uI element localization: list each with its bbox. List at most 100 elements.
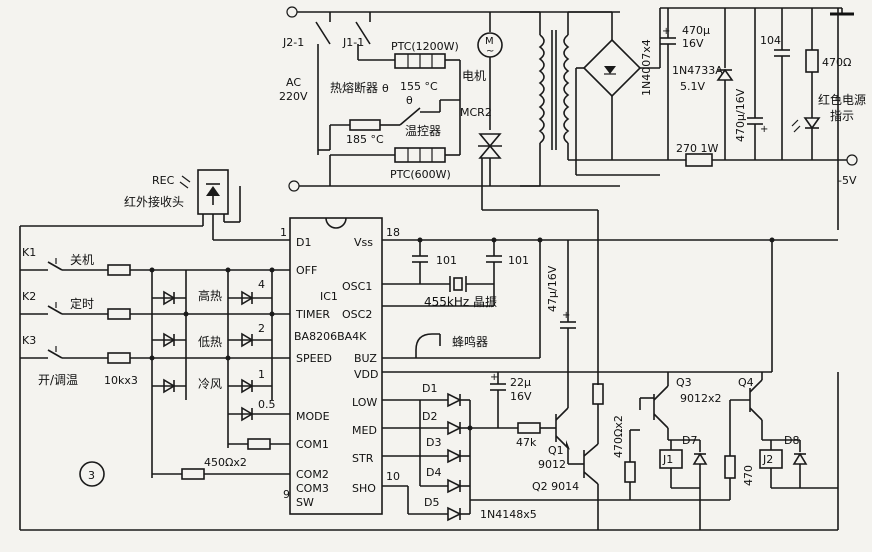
c470u-value: 470μ [682,24,710,37]
led-4-icon [241,290,254,306]
led-2-icon [241,332,254,348]
ptc-600w-label: PTC(600W) [390,168,451,181]
thermal-fuse-label: 热熔断器 [330,80,378,95]
svg-text:~: ~ [486,46,494,57]
power-supply-section: 1N4007x4 + 470μ 16V 1N4733A 5.1V + 470μ/… [575,7,866,230]
mcr2-label: MCR2 [460,106,492,119]
d8-label: D8 [784,434,799,447]
ac-label: AC [286,76,301,89]
pin-com3: COM3 [296,482,329,495]
transformer-primary [538,34,545,144]
led-low-heat-icon [163,332,176,348]
driver-section: D1 D2 D3 D4 D5 1N4148x5 + [382,372,838,530]
ir-receiver-label: 红外接收头 [124,194,184,209]
resistor-470-q4 [724,455,736,479]
led-cold-air-icon [163,378,176,394]
pin-buz: BUZ [354,352,377,365]
pin-str: STR [352,452,374,465]
figure-number-circle [79,461,105,487]
resistor-k2 [107,308,131,320]
zener-voltage: 5.1V [680,80,705,93]
temp-155-label: 155 °C [400,80,438,93]
resistor-com2 [181,468,205,480]
ptc-1200w-label: PTC(1200W) [391,40,459,53]
diode-d3 [447,448,462,464]
led-label-1: 红色电源 [818,92,866,107]
r47k-label: 47k [516,436,537,449]
resistor-470-led [805,49,819,73]
thermostat-theta: θ [406,94,413,107]
r270-label: 270 1W [676,142,718,155]
pin-med: MED [352,424,377,437]
svg-text:M: M [485,36,494,47]
buzzer-icon [415,333,440,351]
diode-d8 [792,452,808,465]
neg5v-terminal [846,154,858,166]
diode-d2 [447,420,462,436]
q1-part: 9012 [538,458,566,471]
c470u-voltage: 16V [682,37,704,50]
led-low-label: 低热 [198,335,222,349]
c104-label: 104 [760,34,781,47]
resistor-270-1w [685,153,713,167]
k3-label: K3 [22,334,36,347]
d3-label: D3 [426,436,441,449]
resistor-k3 [107,352,131,364]
pin-low: LOW [352,396,377,409]
c2-label: 470μ/16V [734,88,747,142]
r470-label: 470Ω [822,56,851,69]
mains-terminal-top [286,6,298,18]
pin-sho: SHO [352,482,376,495]
c22-voltage: 16V [510,390,532,403]
res450-label: 450Ωx2 [204,456,247,469]
led-label-2: 指示 [830,108,854,123]
d7-label: D7 [682,434,697,447]
rec-label: REC [152,174,175,187]
crystal-label: 455kHz 晶振 [424,295,497,309]
q34-part: 9012x2 [680,392,722,405]
j1-contact-label: J1-1 [342,36,364,49]
triac-mcr2 [478,133,502,148]
led-cold-label: 冷风 [198,377,222,391]
keys-section: K1 关机 K2 定时 K3 开/调温 10kx3 [19,226,290,530]
power-led-icon [803,117,821,130]
thermal-fuse [349,119,381,131]
diode-d7 [692,452,708,465]
c47-section: + 47μ/16V [546,240,576,400]
r470x2-label: 470Ωx2 [612,415,625,458]
d2-label: D2 [422,410,437,423]
c101b-label: 101 [508,254,529,267]
resistor-470-q2 [592,383,604,405]
diode-d1 [447,392,462,408]
pin-mode: MODE [296,410,330,423]
svg-text:+: + [490,372,498,383]
ic1-section: IC1 BA8206BA4K D1 OFF TIMER SPEED MODE C… [280,217,838,515]
pin-osc2: OSC2 [342,308,372,321]
ic1-name: IC1 [320,290,338,303]
c22-value: 22μ [510,376,531,389]
resistor-com1 [247,438,271,450]
d4-label: D4 [426,466,441,479]
neg5v-label: -5V [838,174,857,187]
q4-label: Q4 [738,376,754,389]
c47-label: 47μ/16V [546,265,559,312]
j1-label: J1 [662,453,673,466]
buzzer-section: 蜂鸣器 [415,333,488,358]
svg-text:+: + [760,124,768,135]
transformer-secondary [563,34,570,144]
pin-com2: COM2 [296,468,329,481]
q2-label: Q2 9014 [532,480,579,493]
led-high-label: 高热 [198,288,222,303]
pin-sw: SW [296,496,314,509]
c101a-label: 101 [436,254,457,267]
led-high-heat-icon [163,290,176,306]
ac-voltage-label: 220V [279,90,308,103]
j2-label: J2 [762,453,773,466]
resistor-47k [517,422,541,434]
k2-label: K2 [22,290,36,303]
q1-label: Q1 [548,444,564,457]
pin-vdd: VDD [354,368,378,381]
mains-section: J2-1 J1-1 AC 220V PTC(1200W) 热熔断器 θ 185 … [279,6,620,385]
pin-speed: SPEED [296,352,332,365]
